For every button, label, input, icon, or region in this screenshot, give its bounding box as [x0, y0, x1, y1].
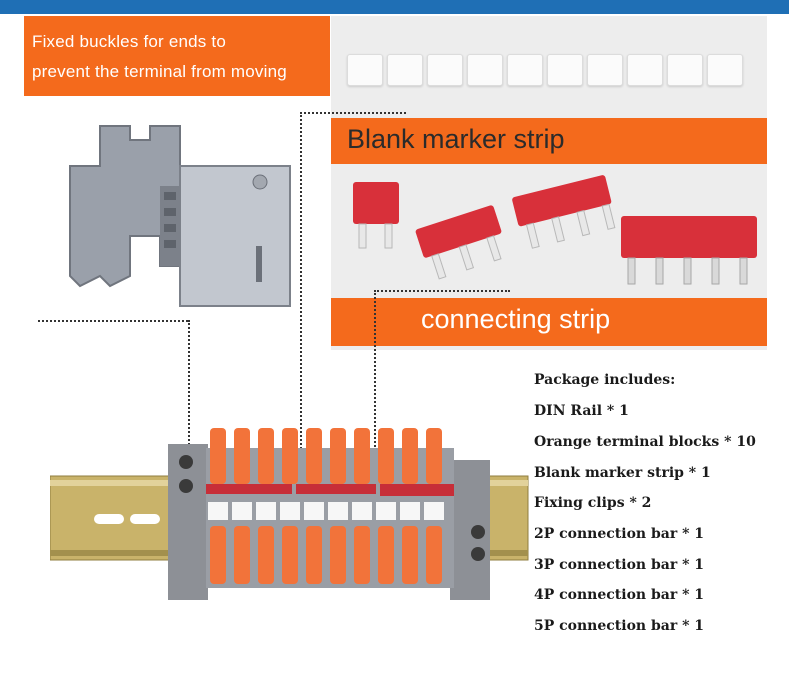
marker-cell: [467, 54, 503, 86]
leader-line: [374, 290, 376, 490]
leader-line: [188, 320, 190, 460]
marker-strip-on-blocks: [208, 502, 444, 520]
package-item: 5P connection bar * 1: [534, 618, 705, 634]
package-item: Orange terminal blocks * 10: [534, 434, 756, 450]
connecting-strip-label: connecting strip: [421, 304, 611, 334]
package-item: Fixing clips * 2: [534, 495, 652, 511]
package-item: 4P connection bar * 1: [534, 587, 705, 603]
blank-marker-strip-label: Blank marker strip: [347, 124, 565, 154]
terminal-levers-bottom: [210, 526, 442, 584]
marker-cell: [507, 54, 543, 86]
package-item: 3P connection bar * 1: [534, 557, 705, 573]
3p-connection-bar: [415, 205, 502, 280]
marker-cell: [387, 54, 423, 86]
marker-cell: [707, 54, 743, 86]
2p-connection-bar: [353, 182, 399, 249]
leader-line: [38, 320, 188, 322]
end-clip-image: [69, 125, 291, 307]
package-item: 2P connection bar * 1: [534, 526, 705, 542]
marker-cell: [667, 54, 703, 86]
marker-cell: [547, 54, 583, 86]
package-item: DIN Rail * 1: [534, 403, 629, 419]
blank-marker-strip-image: [331, 36, 767, 116]
callout-line-1: Fixed buckles for ends to: [32, 32, 226, 51]
package-heading: Package includes:: [534, 372, 676, 388]
5p-connection-bar: [621, 216, 757, 285]
terminal-levers-top: [210, 428, 442, 484]
leader-line: [300, 112, 406, 114]
top-banner-bar: [0, 0, 789, 14]
package-item: Blank marker strip * 1: [534, 465, 711, 481]
marker-cell: [347, 54, 383, 86]
end-clip-callout: Fixed buckles for ends to prevent the te…: [24, 16, 330, 96]
marker-cell: [587, 54, 623, 86]
connection-bars-image: [353, 175, 757, 285]
din-rail-assembly-image: [50, 428, 529, 600]
marker-cell: [627, 54, 663, 86]
connecting-strip-label-band: connecting strip: [331, 298, 767, 346]
callout-line-2: prevent the terminal from moving: [32, 62, 287, 81]
leader-line: [374, 290, 510, 292]
blank-marker-strip-label-band: Blank marker strip: [331, 118, 767, 164]
leader-line: [300, 112, 302, 452]
4p-connection-bar: [512, 175, 616, 249]
marker-cell: [427, 54, 463, 86]
